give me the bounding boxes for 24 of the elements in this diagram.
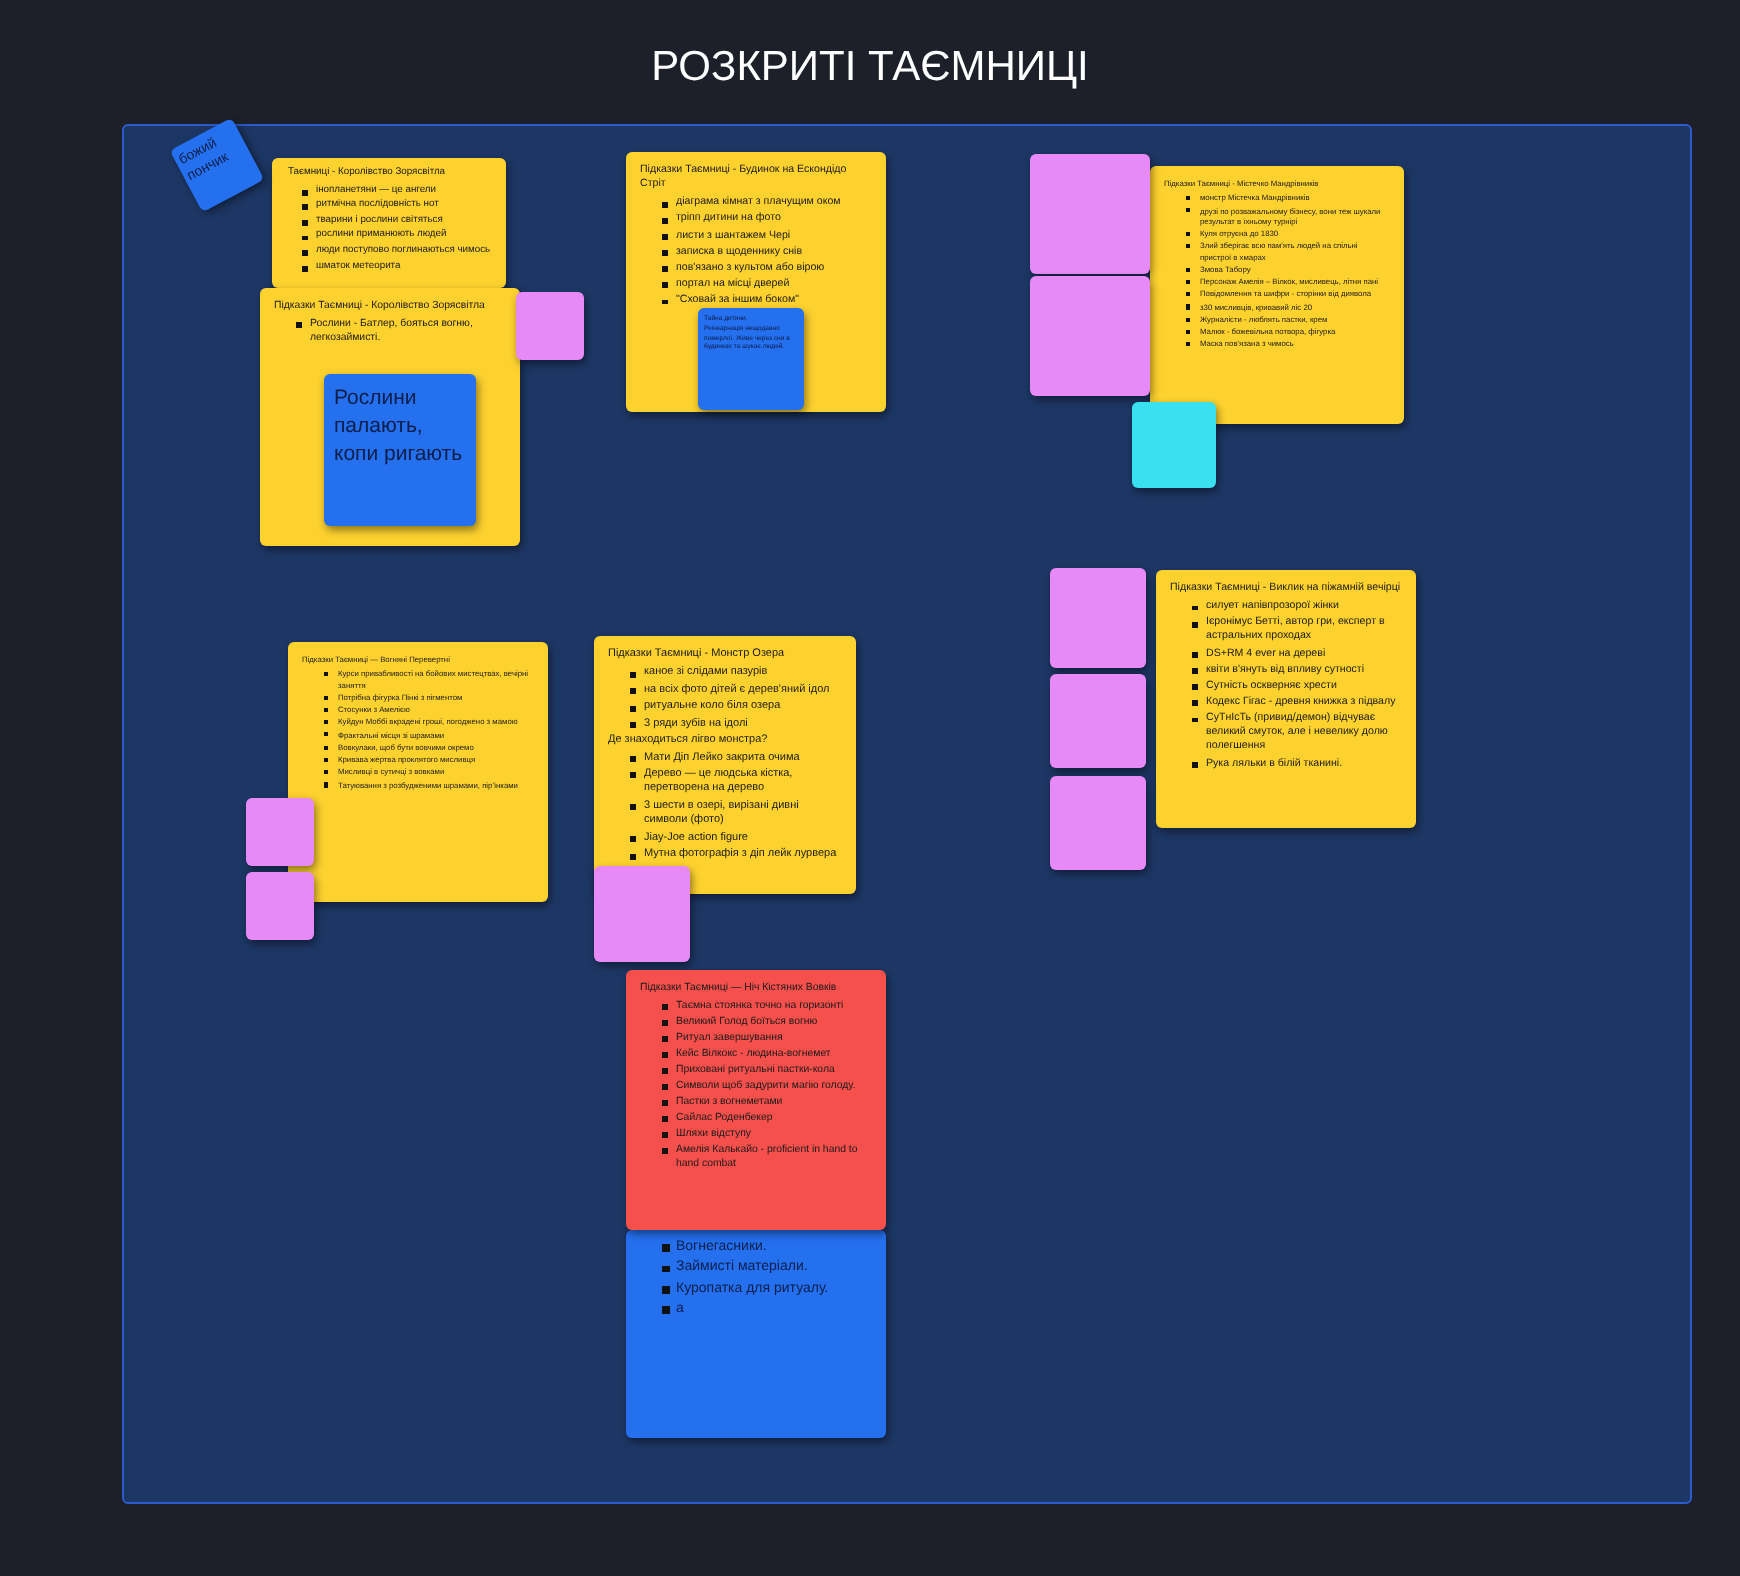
sticky-note (626, 970, 886, 1230)
board-title: РОЗКРИТІ ТАЄМНИЦІ (649, 44, 1091, 92)
blank-sticky-note (1050, 674, 1146, 768)
blank-sticky-note (246, 798, 314, 866)
blank-sticky-note (1132, 402, 1216, 488)
blank-sticky-note (594, 866, 690, 962)
blank-sticky-note (1050, 568, 1146, 668)
note-text: Рослини палають, копи ригають (334, 384, 465, 470)
sticky-note (626, 152, 886, 412)
blank-sticky-note (1030, 276, 1150, 396)
sticky-note (698, 308, 804, 410)
sticky-note (324, 374, 476, 526)
sticky-note (626, 1230, 886, 1438)
blank-sticky-note (1050, 776, 1146, 870)
sticky-note (272, 158, 506, 288)
board-frame (122, 124, 1692, 1504)
sticky-note (260, 288, 520, 546)
sticky-note (288, 642, 548, 902)
blank-sticky-note (516, 292, 584, 360)
sticky-note (1150, 166, 1404, 424)
sticky-note (594, 636, 856, 894)
blank-sticky-note (246, 872, 314, 940)
blank-sticky-note (1030, 154, 1150, 274)
sticky-note (1156, 570, 1416, 828)
